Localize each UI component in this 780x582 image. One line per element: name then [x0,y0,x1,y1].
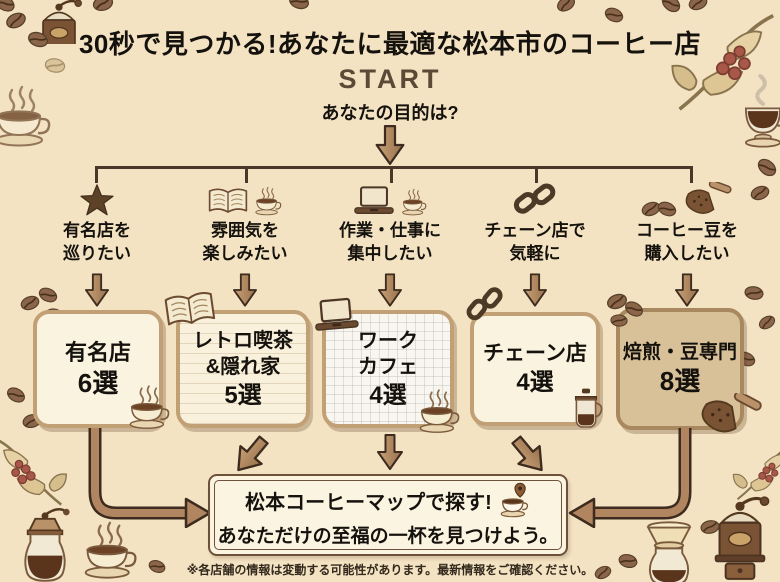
down-arrow-icon [523,273,547,307]
result-line: カフェ [358,355,418,378]
branch-work: 作業・仕事に 集中したい [315,176,465,312]
branch-connector-line [95,166,693,183]
branch-label-line: チェーン店で [484,221,586,240]
branch-atmosphere: 雰囲気を 楽しみたい [170,176,320,312]
result-box-chain: チェーン店 4選 [470,312,600,426]
branch-label-line: 雰囲気を [211,221,279,240]
result-line: 4選 [369,381,407,409]
result-line: 有名店 [64,340,131,365]
result-line: 8選 [659,366,701,396]
branch-chain: チェーン店で 気軽に [460,176,610,312]
steaming-cup-icon [126,384,172,430]
right-elbow-arrow [568,428,692,528]
branch-famous-shops: 有名店を 巡りたい [22,176,172,312]
question-text: あなたの目的は? [321,103,459,123]
diagonal-arrow-icon [504,429,554,480]
chain-link-icon [460,176,610,216]
coffee-bean-icon [4,384,28,406]
map-pin-cup-icon [499,482,531,518]
branch-label: 有名店を 巡りたい [22,219,172,265]
scoop-icon [693,388,764,441]
result-box-workcafe: ワーク カフェ 4選 [322,310,454,428]
coffee-bean-icon [90,0,115,14]
cta-box: 松本コーヒーマップで探す! あなただけの至福の一杯を見つけよう。 [208,474,568,556]
result-line: チェーン店 [483,342,587,365]
result-line: 5選 [224,381,262,409]
star-icon [22,176,172,216]
result-line: レトロ喫茶 [193,329,293,352]
coffee-bean-icon [609,313,628,328]
down-arrow-icon [375,125,405,165]
steaming-cup-icon [416,388,462,434]
branch-label-line: 楽しみたい [202,244,288,263]
result-line: 焙煎・豆専門 [622,342,737,363]
cta-line1-text: 松本コーヒーマップで探す! [245,491,492,514]
page-title: 30秒で見つかる!あなたに最適な松本市のコーヒー店 [78,29,702,59]
branch-label-line: 集中したい [347,244,433,263]
branch-label-line: 巡りたい [63,244,131,263]
down-arrow-icon [675,273,699,307]
branch-label-line: コーヒー豆を [636,221,738,240]
left-elbow-arrow [88,428,212,528]
branch-label: 作業・仕事に 集中したい [315,219,465,265]
branch-label: チェーン店で 気軽に [460,219,610,265]
diagonal-arrow-icon [226,429,276,480]
book-and-cup-icon [170,176,320,216]
branch-label-line: 作業・仕事に [339,221,441,240]
laptop-icon [311,296,362,334]
result-line: 4選 [516,369,554,396]
footnote-text: ※各店舗の情報は変動する可能性があります。最新情報をご確認ください。 [186,563,594,577]
result-line: ワーク [358,329,418,352]
branch-label: 雰囲気を 楽しみたい [170,219,320,265]
coffee-bean-icon [756,312,778,332]
down-arrow-icon [85,273,109,307]
branch-label-line: 購入したい [644,244,730,263]
result-box-retro: レトロ喫茶 &隠れ家 5選 [176,310,310,428]
result-line: 6選 [77,368,119,398]
branch-label-line: 気軽に [509,244,561,263]
cta-line1: 松本コーヒーマップで探す! [245,482,531,518]
laptop-and-cup-icon [315,176,465,216]
cta-line2: あなただけの至福の一杯を見つけよう。 [217,526,559,547]
coffee-bean-icon [286,0,312,12]
coffee-bean-icon [602,4,626,25]
branch-label-line: 有名店を [63,221,131,240]
coffee-bean-icon [554,0,578,15]
book-icon [162,289,219,332]
result-box-famous: 有名店 6選 [33,310,163,428]
down-arrow-icon [377,433,403,471]
down-arrow-icon [378,273,402,307]
down-arrow-icon [233,273,257,307]
start-label: START [338,64,442,94]
branch-beans: コーヒー豆を 購入したい [612,176,762,312]
branch-label: コーヒー豆を 購入したい [612,219,762,265]
result-line: &隠れ家 [205,355,281,378]
coffee-branch-icon [0,428,68,512]
coffee-beans-scoop-icon [612,176,762,216]
